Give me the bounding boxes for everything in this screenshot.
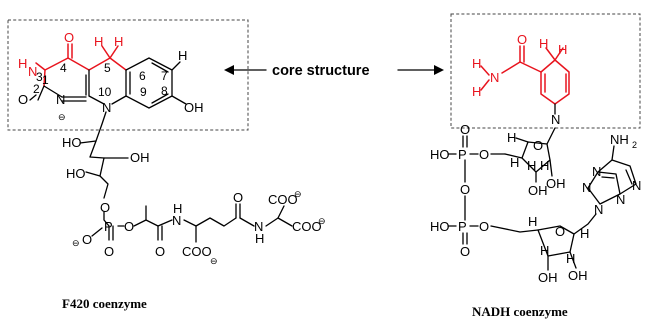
atom-o-ester: O <box>124 219 134 234</box>
ring-number-1: 1 <box>42 73 49 87</box>
atom-nadh-nh2: NH <box>610 132 629 147</box>
ring-number-2: 2 <box>33 82 40 96</box>
charge-n1: ⊖ <box>58 112 66 122</box>
atom-h-nh1: H <box>173 201 182 216</box>
atom-o-carbonyl1: O <box>155 244 165 259</box>
nadh-core-structure <box>450 13 641 129</box>
nadh-core-atoms: H H O N H H N <box>472 32 567 127</box>
ring-number-8: 8 <box>161 84 168 98</box>
atom-nadh-n-ring: N <box>551 112 560 127</box>
atom-nadh-o-p2-bottom: O <box>460 244 470 259</box>
f420-side-chain-atoms: HO OH HO O P O O ⊖ O O N H O N H COO ⊖ C… <box>62 135 326 266</box>
atom-nadh-o-p2-ester: O <box>479 219 489 234</box>
charge-coo-top: ⊖ <box>294 189 302 199</box>
atom-nadh-o-amide: O <box>517 32 527 47</box>
atom-nadh-o-p1-ester: O <box>479 147 489 162</box>
ring-number-7: 7 <box>161 69 168 83</box>
atom-nadh-h-r1c: H <box>527 158 536 173</box>
atom-h-nh2: H <box>255 231 264 246</box>
atom-nadh-h-r2a: H <box>528 214 537 229</box>
atom-nadh-o-ribose2: O <box>555 224 565 239</box>
core-structure-callout: core structure <box>224 63 444 79</box>
atom-nadh-nh2-subscript: 2 <box>632 140 637 150</box>
ring-number-6: 6 <box>139 69 146 83</box>
atom-o-p-left: O <box>82 232 92 247</box>
atom-nadh-ho-p2: HO <box>430 219 450 234</box>
ring-number-4: 4 <box>60 61 67 75</box>
atom-nadh-h-r1a: H <box>507 130 516 145</box>
f420-core-structure <box>7 19 249 131</box>
atom-nadh-o-ribose1: O <box>533 138 543 153</box>
atom-nadh-p1: P <box>458 147 467 162</box>
atom-nadh-n-ad4: N <box>582 180 591 195</box>
atom-nadh-p2: P <box>458 219 467 234</box>
caption-f420: F420 coenzyme <box>62 296 147 311</box>
atom-nh1: N <box>172 213 181 228</box>
atom-nadh-h-r1b: H <box>510 155 519 170</box>
atom-nadh-n-ad9: N <box>594 202 603 217</box>
atom-o-carbonyl2: O <box>233 190 243 205</box>
atom-nadh-h-amide1: H <box>472 56 481 71</box>
atom-coo-top: COO <box>268 192 298 207</box>
atom-h-n3: H <box>18 56 27 71</box>
charge-coo-bottom: ⊖ <box>210 256 218 266</box>
atom-o-c4: O <box>64 30 74 45</box>
atom-o-link: O <box>100 200 110 215</box>
atom-coo-bottom: COO <box>182 244 212 259</box>
atom-nadh-oh-r1b: OH <box>546 176 566 191</box>
f420-core-atoms: H N O H H O N ⊖ N H OH 1 2 3 4 5 6 7 8 9… <box>18 30 204 122</box>
atom-nadh-oh-r2b: OH <box>568 268 588 283</box>
atom-nadh-n-ad3: N <box>616 192 625 207</box>
atom-n1: N <box>56 92 65 107</box>
atom-p: P <box>104 219 113 234</box>
atom-o-c2: O <box>18 92 28 107</box>
atom-oh-chain2: OH <box>130 150 150 165</box>
atom-nadh-n-amide: N <box>490 70 499 85</box>
atom-nadh-ho-p1: HO <box>430 147 450 162</box>
atom-h5a: H <box>94 34 103 49</box>
ring-number-3: 3 <box>36 70 43 84</box>
atom-n10: N <box>102 100 111 115</box>
nadh-remainder-atoms: HO P O O O HO P O O O H H H H OH OH NH 2… <box>430 122 641 285</box>
ring-number-10: 10 <box>98 85 112 99</box>
f420-core-box <box>7 19 249 131</box>
nadh-core-box <box>450 13 641 129</box>
atom-nadh-h-r1d: H <box>540 158 549 173</box>
atom-nadh-oh-r2a: OH <box>538 270 558 285</box>
atom-nadh-o-bridge: O <box>460 182 470 197</box>
atom-nadh-o-p1-top: O <box>460 122 470 137</box>
charge-o-p-left: ⊖ <box>72 238 80 248</box>
atom-coo-right: COO <box>292 219 322 234</box>
atom-ho-chain1: HO <box>62 135 82 150</box>
atom-nh2: N <box>254 219 263 234</box>
atom-ho-chain3: HO <box>66 166 86 181</box>
core-structure-label: core structure <box>272 63 370 79</box>
atom-nadh-n-ad1: N <box>592 164 601 179</box>
f420-side-chain <box>79 111 293 243</box>
atom-n3: N <box>28 64 37 79</box>
atom-h-c7: H <box>178 48 187 63</box>
nadh-remainder <box>447 127 637 271</box>
atom-nadh-oh-r1a: OH <box>528 183 548 198</box>
charge-coo-right: ⊖ <box>318 216 326 226</box>
atom-nadh-h-top1: H <box>539 36 548 51</box>
atom-nadh-h-amide2: H <box>472 84 481 99</box>
atom-nadh-h-r2b: H <box>580 226 589 241</box>
caption-nadh: NADH coenzyme <box>472 304 568 319</box>
ring-number-5: 5 <box>104 61 111 75</box>
atom-nadh-h-top2: H <box>558 42 567 57</box>
atom-oh-c8: OH <box>184 100 204 115</box>
atom-nadh-h-r2d: H <box>566 251 575 266</box>
atom-o-p-bottom: O <box>104 244 114 259</box>
atom-nadh-n-ad2: N <box>632 178 641 193</box>
ring-number-9: 9 <box>140 85 147 99</box>
atom-nadh-h-r2c: H <box>540 243 549 258</box>
atom-h5b: H <box>114 34 123 49</box>
